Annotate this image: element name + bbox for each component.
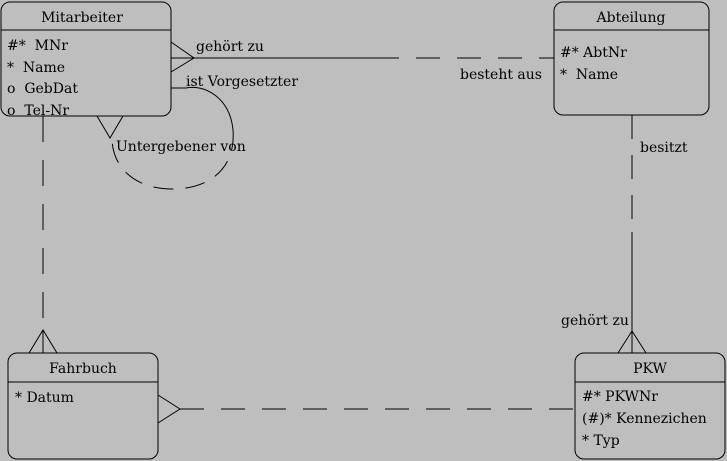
attribute: #* PKWNr — [582, 389, 658, 405]
entity-box — [7, 352, 159, 460]
attribute: * Datum — [15, 390, 74, 406]
crows-foot — [617, 330, 647, 354]
crows-foot — [96, 115, 124, 139]
attribute: o GebDat — [7, 81, 78, 97]
relationship-label: gehört zu — [561, 313, 629, 329]
relationship-mitarbeiter-abteilung[interactable]: gehört zu besteht aus — [170, 39, 554, 83]
entity-box — [0, 1, 172, 117]
attribute: (#)* Kennezichen — [582, 411, 707, 427]
attribute: * Typ — [582, 433, 620, 449]
entity-title: Fahrbuch — [49, 361, 117, 377]
entity-fahrbuch[interactable]: Fahrbuch * Datum — [7, 352, 159, 460]
attribute: #* MNr — [7, 38, 68, 54]
relationship-mitarbeiter-fahrbuch[interactable] — [28, 116, 58, 354]
attribute: * Name — [560, 67, 618, 83]
entity-box — [574, 352, 726, 460]
relationship-label: Untergebener von — [116, 139, 246, 155]
relationship-abteilung-pkw[interactable]: besitzt gehört zu — [561, 115, 688, 354]
relationship-recursive-mitarbeiter[interactable]: ist Vorgesetzter Untergebener von — [96, 74, 298, 190]
relationship-label: gehört zu — [196, 39, 264, 55]
entity-abteilung[interactable]: Abteilung #* AbtNr * Name — [553, 1, 710, 116]
relationship-fahrbuch-pkw[interactable] — [157, 394, 575, 424]
relationship-label: ist Vorgesetzter — [186, 74, 298, 90]
relationship-label: besitzt — [640, 140, 688, 156]
relationship-arc-solid — [185, 86, 234, 131]
entity-title: Abteilung — [596, 10, 666, 26]
entity-title: Mitarbeiter — [41, 10, 123, 26]
entity-pkw[interactable]: PKW #* PKWNr (#)* Kennezichen * Typ — [574, 352, 726, 460]
relationship-label: besteht aus — [460, 67, 542, 83]
entity-mitarbeiter[interactable]: Mitarbeiter #* MNr * Name o GebDat o Tel… — [0, 1, 172, 119]
crows-foot — [170, 41, 195, 73]
attribute: * Name — [7, 60, 65, 76]
attribute: #* AbtNr — [560, 45, 627, 61]
crows-foot — [157, 394, 181, 424]
attribute: o Tel-Nr — [7, 103, 69, 119]
relationship-arc-dashed — [111, 129, 234, 190]
entity-title: PKW — [633, 361, 667, 377]
crows-foot — [28, 329, 58, 354]
